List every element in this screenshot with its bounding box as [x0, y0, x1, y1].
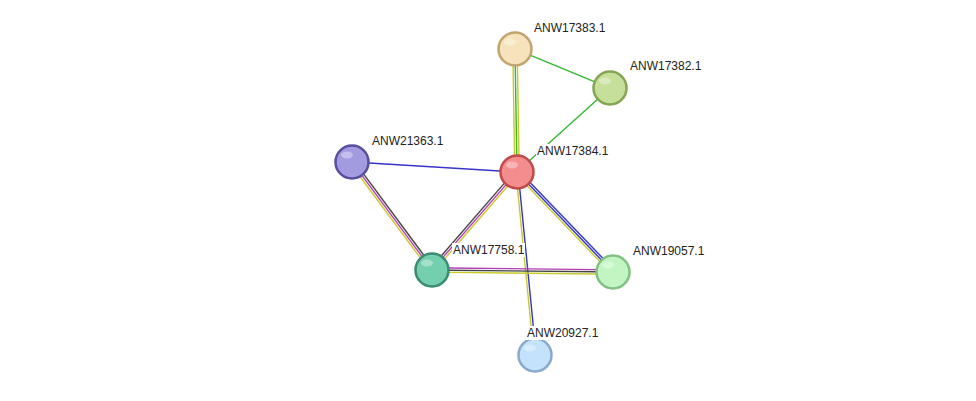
node-label: ANW21363.1	[371, 134, 444, 148]
node-highlight	[341, 152, 353, 159]
node-label: ANW19057.1	[632, 244, 705, 258]
protein-node: ANW21363.1	[334, 144, 370, 180]
evidence-strand	[517, 66, 518, 155]
evidence-strand	[515, 66, 516, 155]
interaction-edge	[360, 174, 423, 257]
evidence-strand	[513, 66, 514, 155]
protein-node: ANW19057.1	[595, 254, 631, 290]
node-label: ANW17758.1	[452, 243, 525, 257]
evidence-strand	[449, 268, 596, 270]
interaction-edge	[527, 183, 603, 262]
node-disc	[519, 339, 552, 372]
node-highlight	[524, 345, 536, 352]
node-circle	[517, 337, 553, 373]
node-disc	[594, 72, 627, 105]
node-highlight	[602, 262, 614, 269]
node-disc	[597, 256, 630, 289]
node-label: ANW17382.1	[629, 59, 702, 73]
evidence-strand	[449, 272, 596, 274]
protein-node: ANW17382.1	[592, 70, 628, 106]
node-circle	[414, 252, 450, 288]
evidence-strand	[520, 189, 535, 338]
protein-node: ANW17758.1	[414, 252, 450, 288]
evidence-strand	[449, 270, 596, 272]
node-label: ANW17384.1	[536, 144, 609, 158]
evidence-strand	[531, 55, 595, 81]
protein-node: ANW17384.1	[499, 154, 535, 190]
interaction-edge	[531, 55, 595, 81]
protein-node: ANW17383.1	[497, 31, 533, 67]
interaction-edge	[449, 268, 596, 274]
node-highlight	[504, 39, 516, 46]
evidence-strand	[369, 163, 500, 171]
evidence-strand	[360, 177, 420, 258]
node-label: ANW20927.1	[526, 326, 599, 340]
node-highlight	[421, 260, 433, 267]
node-circle	[334, 144, 370, 180]
evidence-strand	[364, 174, 424, 255]
node-circle	[595, 254, 631, 290]
evidence-strand	[530, 183, 602, 258]
node-highlight	[599, 78, 611, 85]
evidence-strand	[362, 176, 422, 257]
node-circle	[497, 31, 533, 67]
interaction-edge	[513, 66, 519, 155]
node-highlight	[506, 162, 518, 169]
node-label: ANW17383.1	[533, 21, 606, 35]
protein-node: ANW20927.1	[517, 337, 553, 373]
node-disc	[336, 146, 369, 179]
node-disc	[501, 156, 534, 189]
evidence-strand	[518, 189, 533, 338]
node-disc	[499, 33, 532, 66]
node-circle	[592, 70, 628, 106]
node-circle	[499, 154, 535, 190]
node-disc	[416, 254, 449, 287]
evidence-strand	[527, 186, 599, 261]
interaction-edge	[518, 189, 535, 338]
evidence-strand	[529, 184, 601, 259]
interaction-edge	[369, 163, 500, 171]
